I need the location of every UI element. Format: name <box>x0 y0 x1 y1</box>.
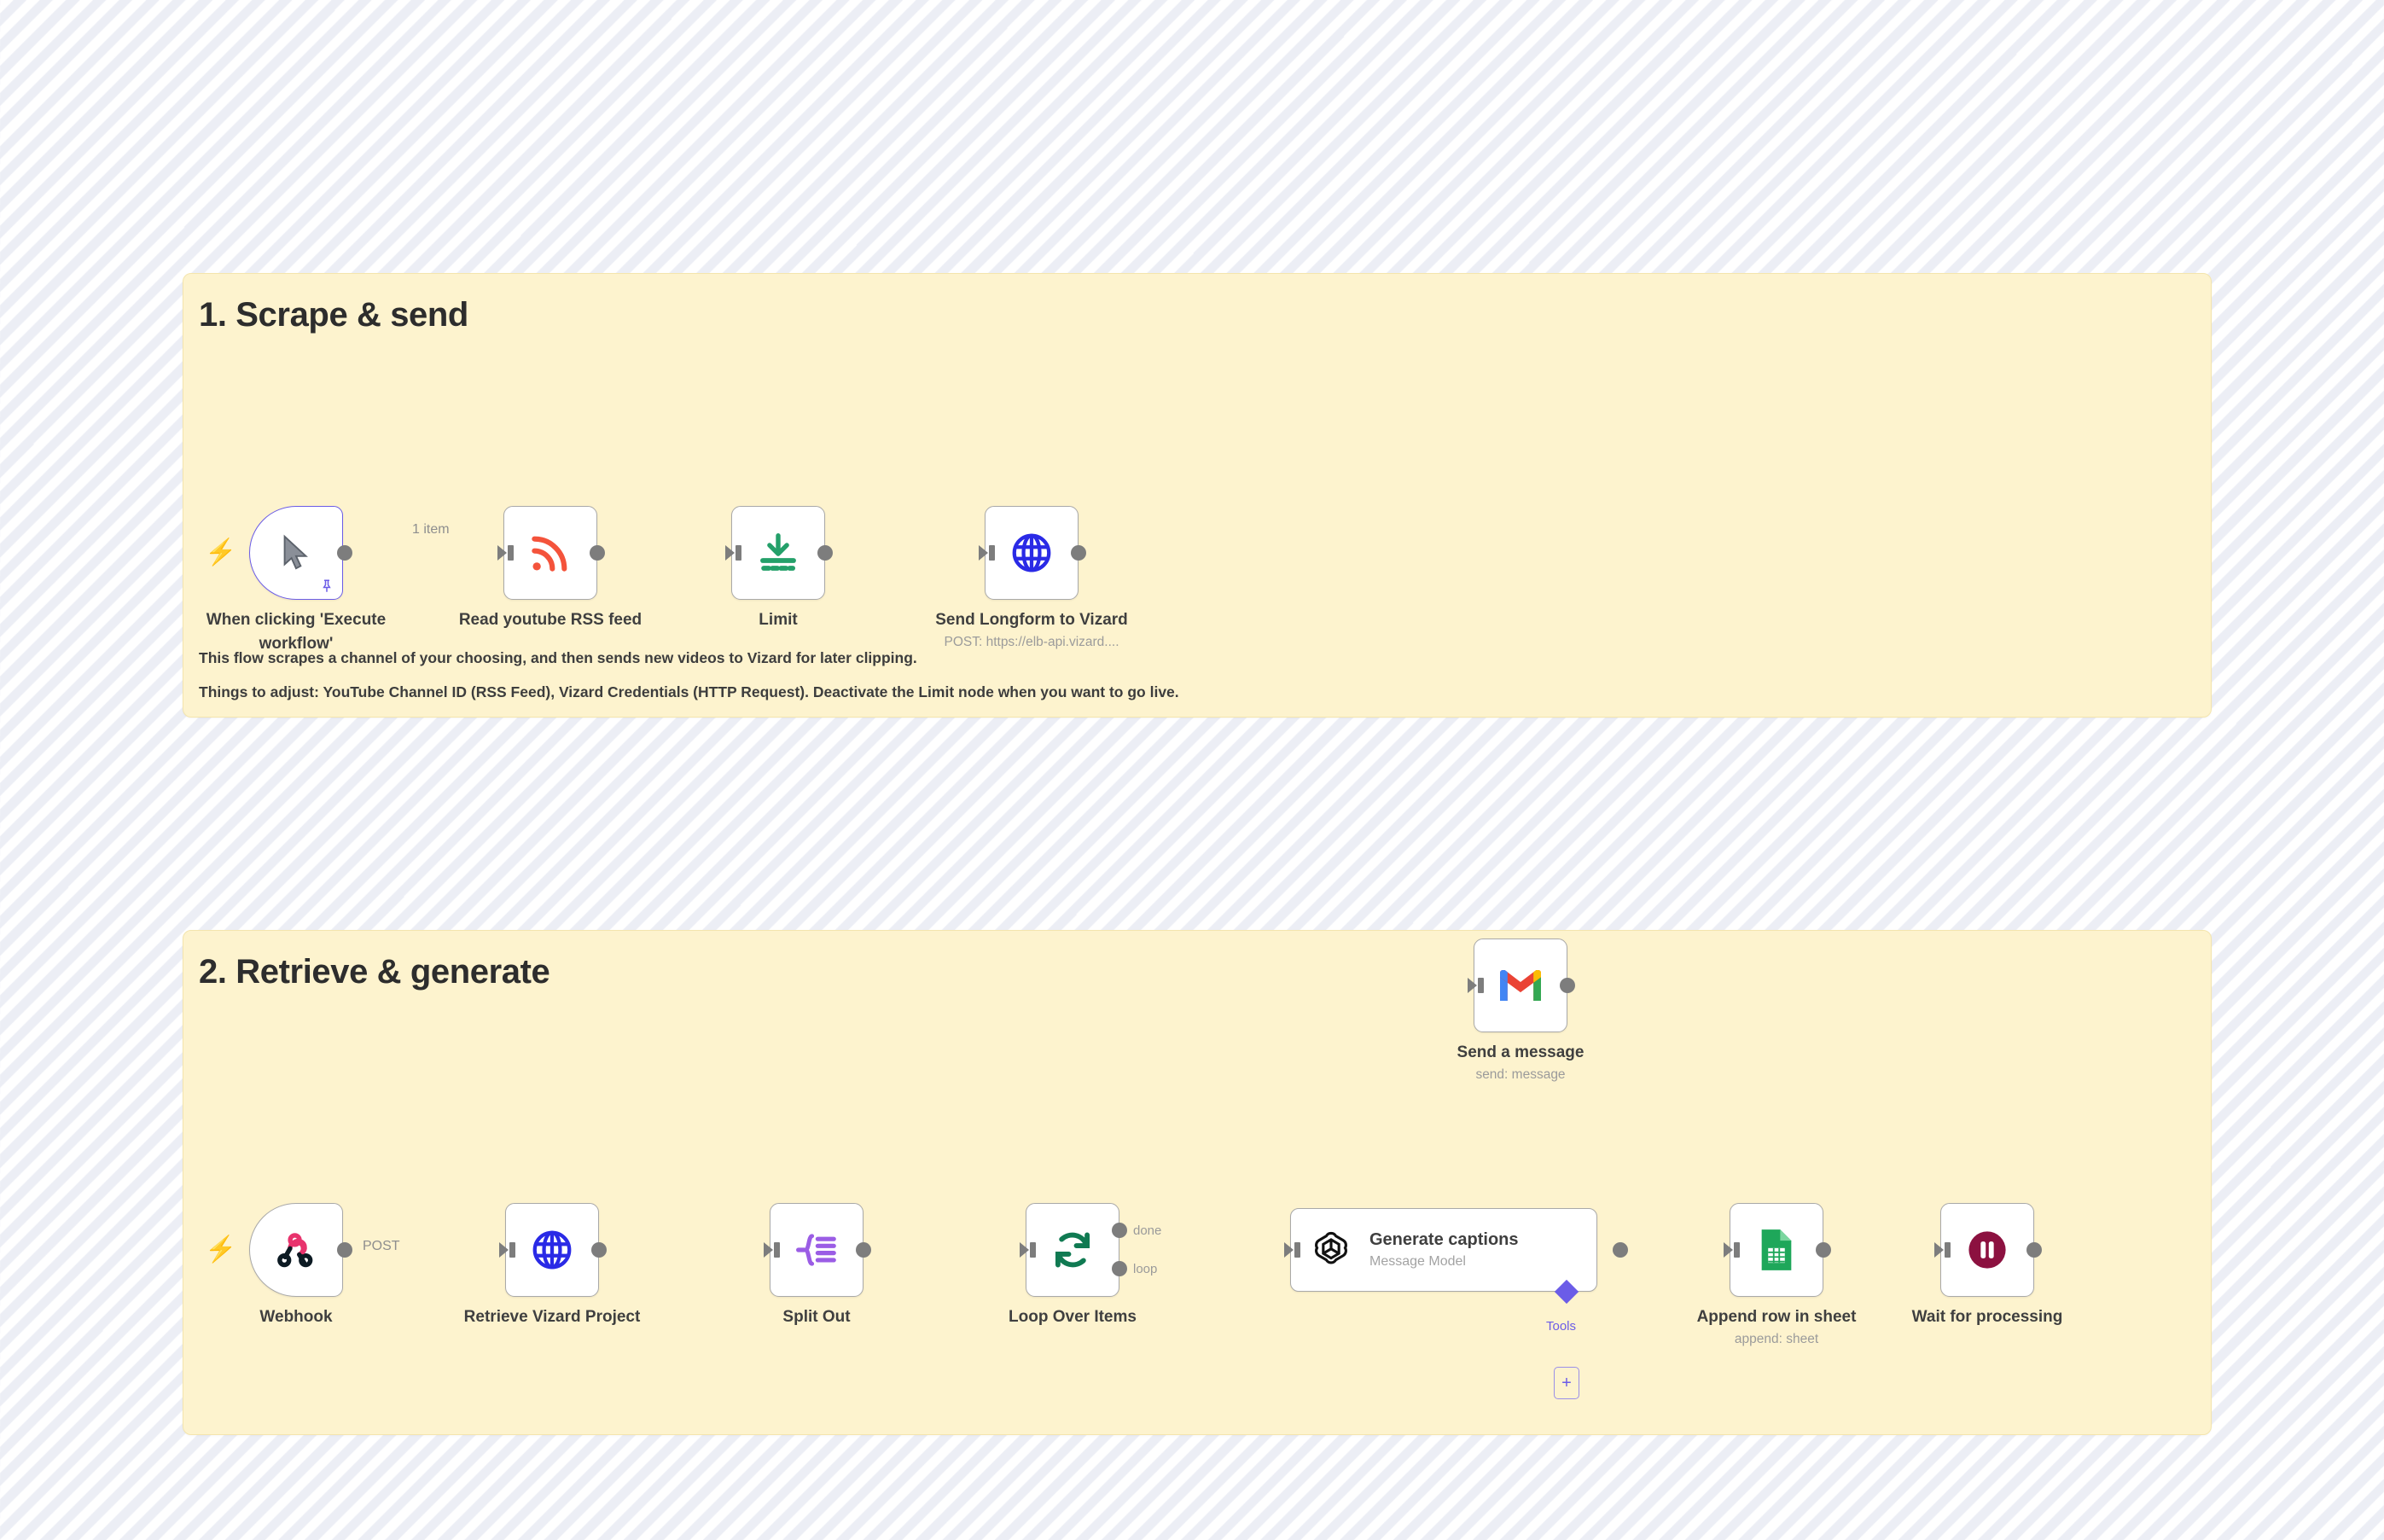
output-dot-wait-for-processing[interactable] <box>2026 1242 2042 1258</box>
node-label-append-row-in-sheet: Append row in sheet <box>1696 1308 1857 1326</box>
output-dot-trigger-1[interactable] <box>337 545 352 561</box>
node-append-row-in-sheet[interactable] <box>1730 1203 1823 1297</box>
node-limit[interactable] <box>731 506 825 600</box>
connection-label-1-item: 1 item <box>408 522 454 538</box>
input-arrow-loop-over-items[interactable] <box>1020 1242 1036 1258</box>
globe-icon <box>1009 530 1055 576</box>
node-label-loop-over-items: Loop Over Items <box>1009 1308 1137 1326</box>
port-label-loop: loop <box>1133 1262 1158 1276</box>
globe-icon <box>529 1227 575 1273</box>
node-loop-over-items[interactable] <box>1026 1203 1119 1297</box>
sticky-note-section-1[interactable]: 1. Scrape & send This flow scrapes a cha… <box>183 273 2212 718</box>
output-dot-loop-done[interactable] <box>1112 1223 1127 1238</box>
pin-icon <box>319 578 334 594</box>
node-label-generate-captions: Generate captions <box>1369 1230 1519 1249</box>
split-out-icon <box>794 1227 840 1273</box>
node-label-send-a-message: Send a message <box>1457 1043 1584 1061</box>
node-wait-for-processing[interactable] <box>1940 1203 2034 1297</box>
section-1-line-2: Things to adjust: YouTube Channel ID (RS… <box>199 683 1179 700</box>
section-1-line-1: This flow scrapes a channel of your choo… <box>199 649 917 666</box>
input-arrow-rss[interactable] <box>497 545 514 561</box>
input-arrow-split-out[interactable] <box>764 1242 780 1258</box>
output-dot-append-row[interactable] <box>1816 1242 1831 1258</box>
trigger-bolt-icon-1: ⚡ <box>205 538 237 567</box>
input-arrow-retrieve-vizard[interactable] <box>499 1242 515 1258</box>
google-sheets-icon <box>1757 1228 1796 1272</box>
node-when-clicking-execute-workflow[interactable] <box>249 506 343 600</box>
gmail-icon <box>1498 968 1543 1002</box>
node-subtitle-send-longform-to-vizard: POST: https://elb-api.vizard.... <box>944 635 1119 649</box>
tools-label: Tools <box>1546 1319 1577 1334</box>
output-dot-limit[interactable] <box>817 545 833 561</box>
node-send-longform-to-vizard[interactable] <box>985 506 1079 600</box>
node-subtitle-send-a-message: send: message <box>1475 1067 1566 1082</box>
node-retrieve-vizard-project[interactable] <box>505 1203 599 1297</box>
input-arrow-send-a-message[interactable] <box>1468 978 1484 993</box>
section-2-title: 2. Retrieve & generate <box>199 953 550 991</box>
trigger-bolt-icon-2: ⚡ <box>205 1235 237 1264</box>
input-arrow-send-longform[interactable] <box>979 545 995 561</box>
node-label-retrieve-vizard-project: Retrieve Vizard Project <box>463 1308 641 1326</box>
output-dot-rss[interactable] <box>590 545 605 561</box>
node-label-when-clicking-execute-workflow: When clicking 'Execute workflow' <box>206 611 387 653</box>
sticky-note-section-2[interactable]: 2. Retrieve & generate This flow retriev… <box>183 930 2212 1435</box>
node-label-webhook: Webhook <box>259 1308 333 1326</box>
section-1-title: 1. Scrape & send <box>199 296 468 334</box>
node-label-limit: Limit <box>759 611 798 629</box>
output-dot-split-out[interactable] <box>856 1242 871 1258</box>
node-label-wait-for-processing: Wait for processing <box>1911 1308 2063 1326</box>
node-webhook[interactable] <box>249 1203 343 1297</box>
output-dot-webhook[interactable] <box>337 1242 352 1258</box>
section-1-description: This flow scrapes a channel of your choo… <box>199 641 1179 709</box>
node-label-split-out: Split Out <box>782 1308 851 1326</box>
connection-label-post: POST <box>358 1239 404 1254</box>
node-label-send-longform-to-vizard: Send Longform to Vizard <box>935 611 1128 629</box>
input-arrow-append-row[interactable] <box>1724 1242 1740 1258</box>
input-arrow-limit[interactable] <box>725 545 741 561</box>
node-subtitle-append-row-in-sheet: append: sheet <box>1734 1332 1819 1346</box>
node-send-a-message[interactable] <box>1474 939 1567 1032</box>
input-arrow-wait-for-processing[interactable] <box>1934 1242 1951 1258</box>
node-read-youtube-rss-feed[interactable] <box>503 506 597 600</box>
node-split-out[interactable] <box>770 1203 863 1297</box>
openai-icon <box>1310 1229 1352 1271</box>
loop-icon <box>1050 1227 1096 1273</box>
node-label-read-youtube-rss-feed: Read youtube RSS feed <box>458 611 643 629</box>
node-generate-captions[interactable]: Generate captions Message Model <box>1290 1208 1597 1292</box>
cursor-icon <box>276 531 316 575</box>
output-dot-send-a-message[interactable] <box>1560 978 1575 993</box>
add-tool-button[interactable]: + <box>1554 1367 1579 1399</box>
limit-icon <box>755 530 801 576</box>
output-dot-send-longform[interactable] <box>1071 545 1086 561</box>
input-arrow-generate-captions[interactable] <box>1284 1242 1300 1258</box>
output-dot-loop-loop[interactable] <box>1112 1261 1127 1276</box>
output-dot-retrieve-vizard[interactable] <box>591 1242 607 1258</box>
webhook-icon <box>275 1229 317 1271</box>
generate-captions-text-block: Generate captions Message Model <box>1369 1230 1519 1270</box>
port-label-done: done <box>1133 1223 1162 1238</box>
output-dot-generate-captions[interactable] <box>1613 1242 1628 1258</box>
node-subtitle-generate-captions: Message Model <box>1369 1254 1466 1269</box>
rss-icon <box>526 529 574 577</box>
pause-icon <box>1964 1227 2010 1273</box>
